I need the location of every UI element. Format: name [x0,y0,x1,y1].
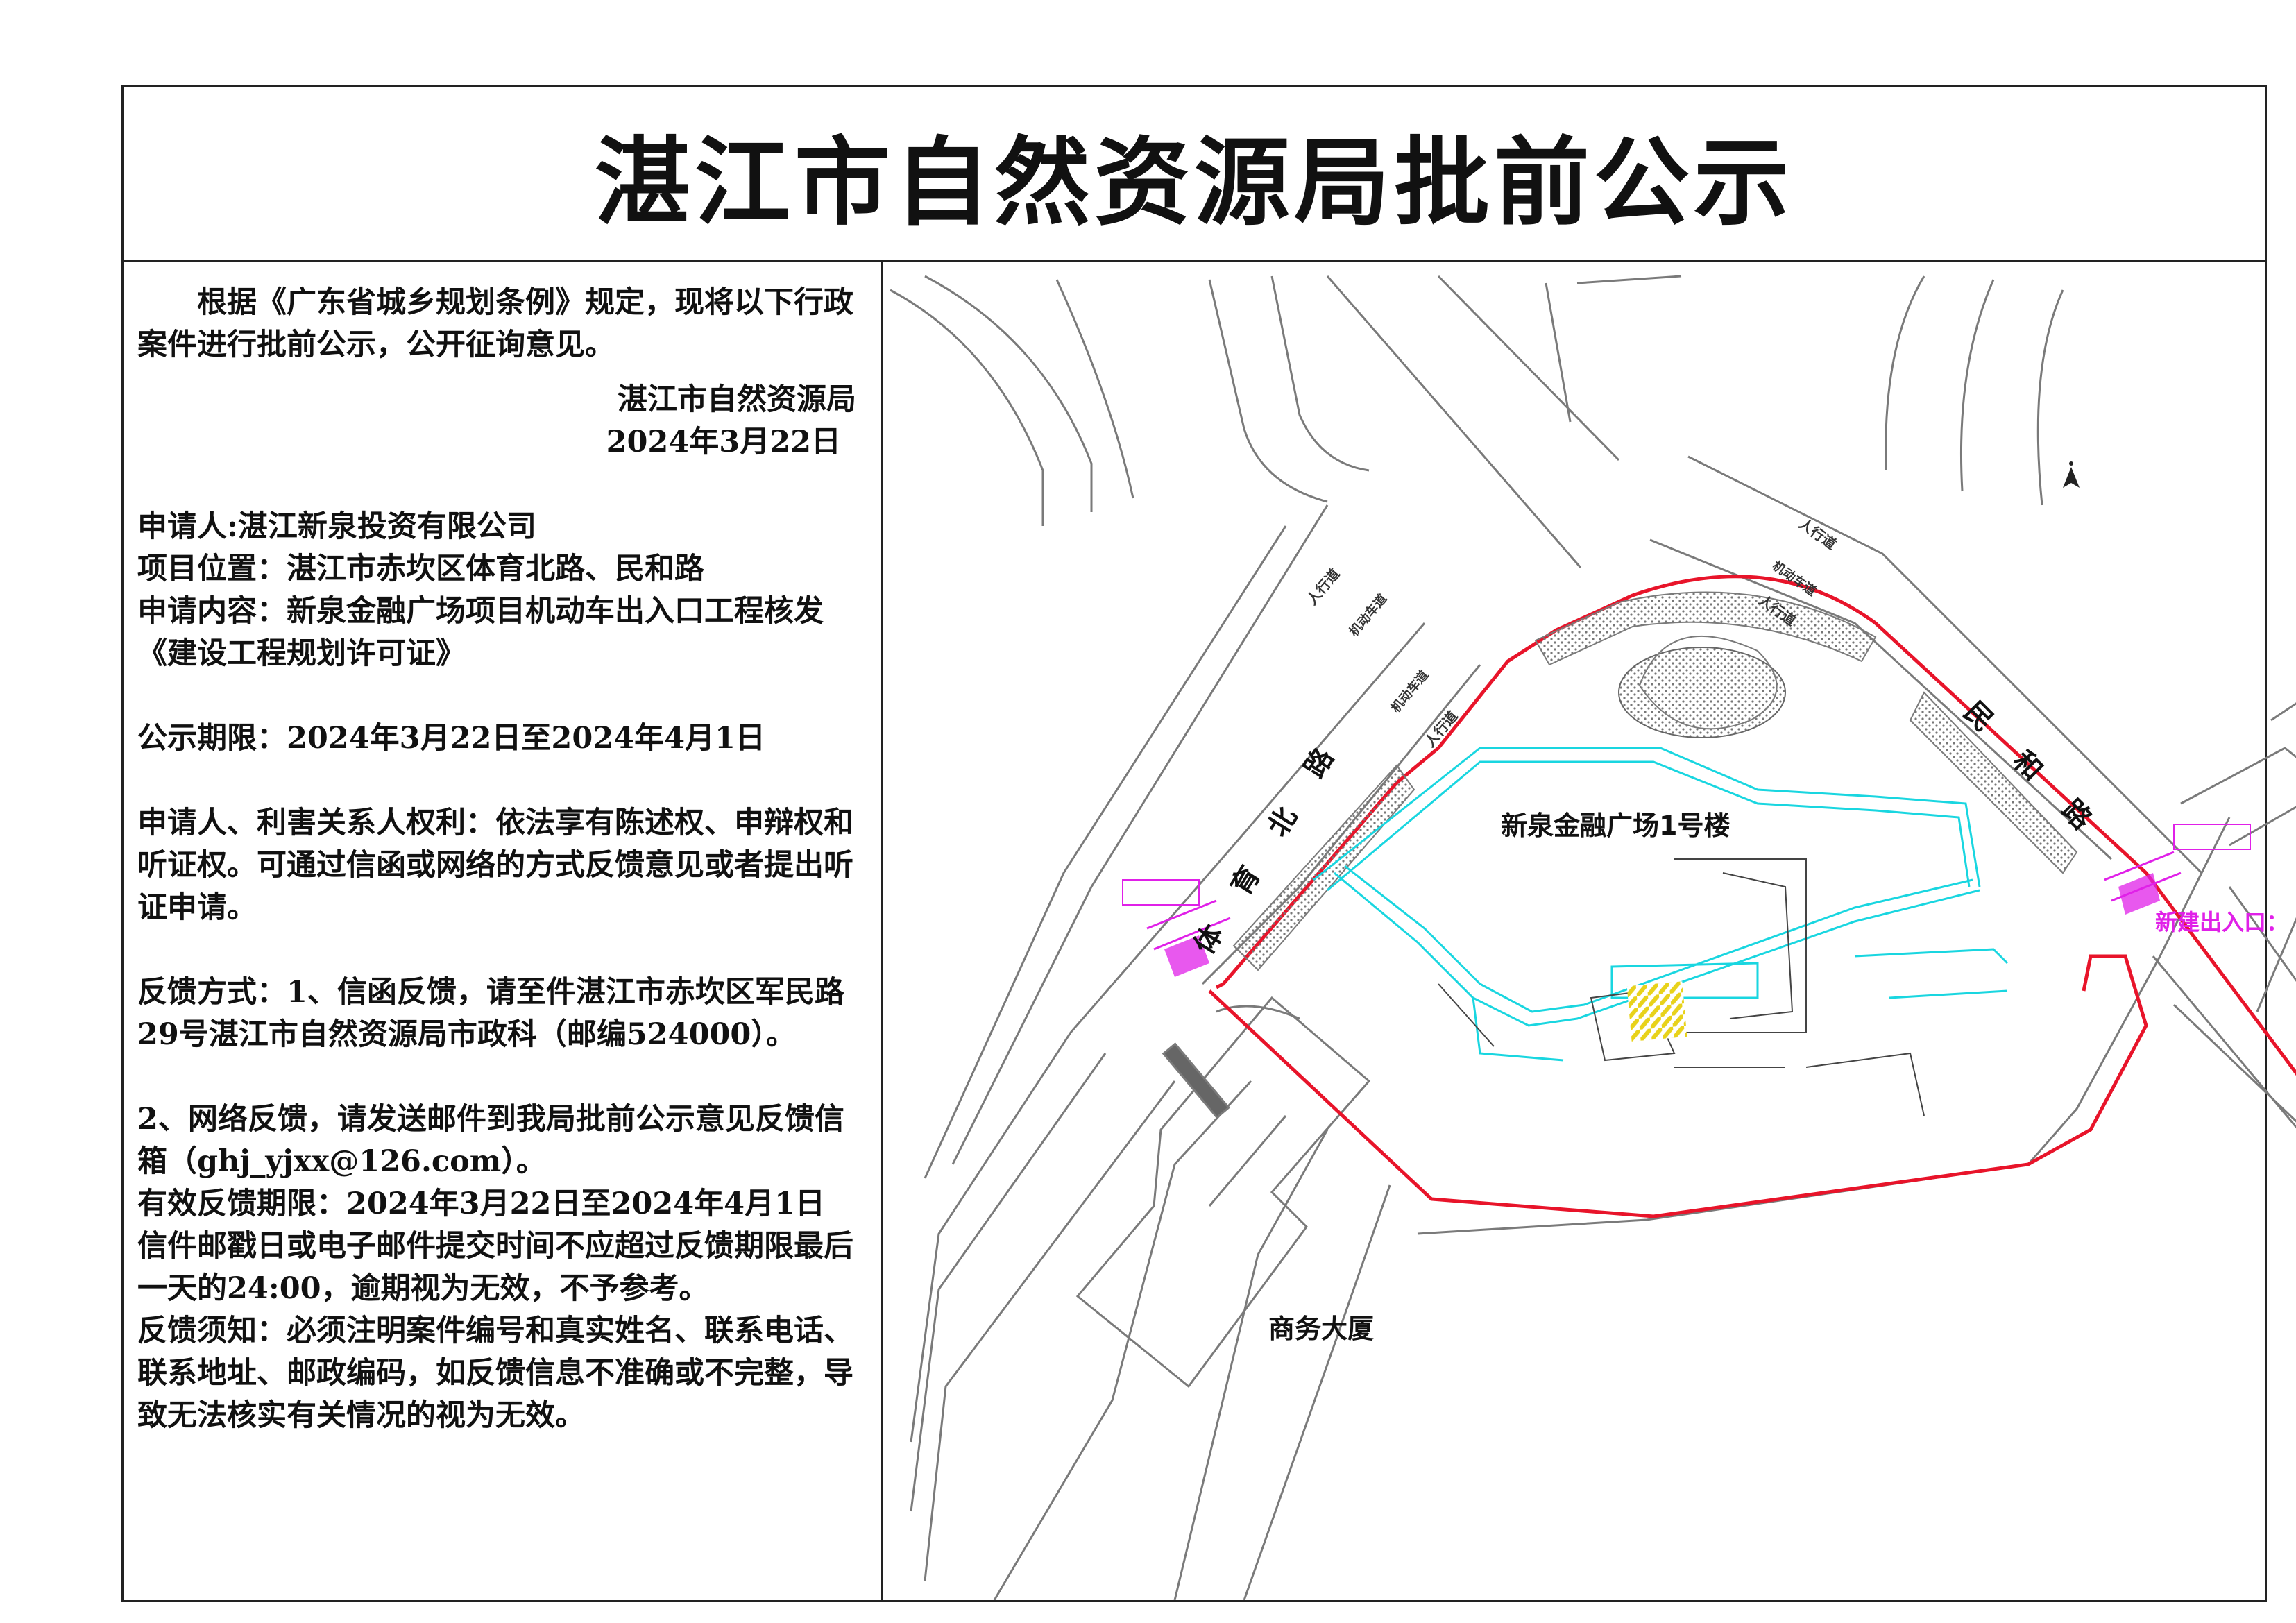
new-entrance-west [1122,879,1231,977]
applicant: 申请人:湛江新泉投资有限公司 [137,509,536,544]
commercial-building-outline [1075,996,1371,1388]
deadline-note: 信件邮戳日或电子邮件提交时间不应超过反馈期限最后一天的24:00，逾期视为无效，… [137,1229,853,1306]
feedback-requirements: 反馈须知：必须注明案件编号和真实姓名、联系电话、联系地址、邮政编码，如反馈信息不… [137,1314,853,1433]
interior-lines [1438,858,1925,1116]
commercial-building-label: 商务大厦 [1268,1314,1374,1344]
site-boundary [1208,575,2296,1218]
legend-label: 新建出入口： [2155,909,2288,935]
main-building-label: 新泉金融广场1号楼 [1501,810,1730,841]
planting-strips [1232,591,2078,971]
site-plan-map: 新泉金融广场1号楼 商务大厦 体育北路 民和路 人行道 机动车道 机动车道 人行… [883,262,2296,1600]
feedback-mail: 反馈方式：1、信函反馈，请至件湛江市赤坎区军民路29号湛江市自然资源局市政科（邮… [137,975,844,1052]
rights-paragraph: 申请人、利害关系人权利：依法享有陈述权、申辩权和听证权。可通过信函或网络的方式反… [137,806,853,925]
notice-text-column: 根据《广东省城乡规划条例》规定，现将以下行政案件进行批前公示，公开征询意见。 湛… [124,262,883,1600]
page-title: 湛江市自然资源局批前公示 [594,126,1794,239]
issue-date: 2024年3月22日 [606,425,841,459]
new-entrance-east [2104,824,2251,915]
issuer: 湛江市自然资源局 [618,382,856,417]
road-lines [890,275,2296,1600]
site-plan-drawing: 新泉金融广场1号楼 商务大厦 体育北路 民和路 人行道 机动车道 机动车道 人行… [890,275,2296,1600]
intro-paragraph: 根据《广东省城乡规划条例》规定，现将以下行政案件进行批前公示，公开征询意见。 [137,285,853,362]
notice-period: 公示期限：2024年3月22日至2024年4月1日 [137,721,765,756]
feedback-online: 2、网络反馈，请发送邮件到我局批前公示意见反馈信箱（ghj_yjxx@126.c… [137,1102,844,1179]
notice-frame: 湛江市自然资源局批前公示 根据《广东省城乡规划条例》规定，现将以下行政案件进行批… [121,85,2296,1602]
hatched-area [1626,981,1687,1042]
valid-period: 有效反馈期限：2024年3月22日至2024年4月1日 [137,1187,825,1221]
project-location: 项目位置：湛江市赤坎区体育北路、民和路 [137,552,704,586]
lane-label-1: 机动车道 [1346,591,1390,639]
parking-ramp [1313,747,2009,1062]
application-content: 申请内容：新泉金融广场项目机动车出入口工程核发《建设工程规划许可证》 [137,594,824,671]
lane-label-3: 机动车道 [1388,668,1431,715]
title-row: 湛江市自然资源局批前公示 [124,87,2265,262]
north-arrow-icon [2063,461,2080,488]
sidewalk-label-1: 人行道 [1303,566,1343,608]
